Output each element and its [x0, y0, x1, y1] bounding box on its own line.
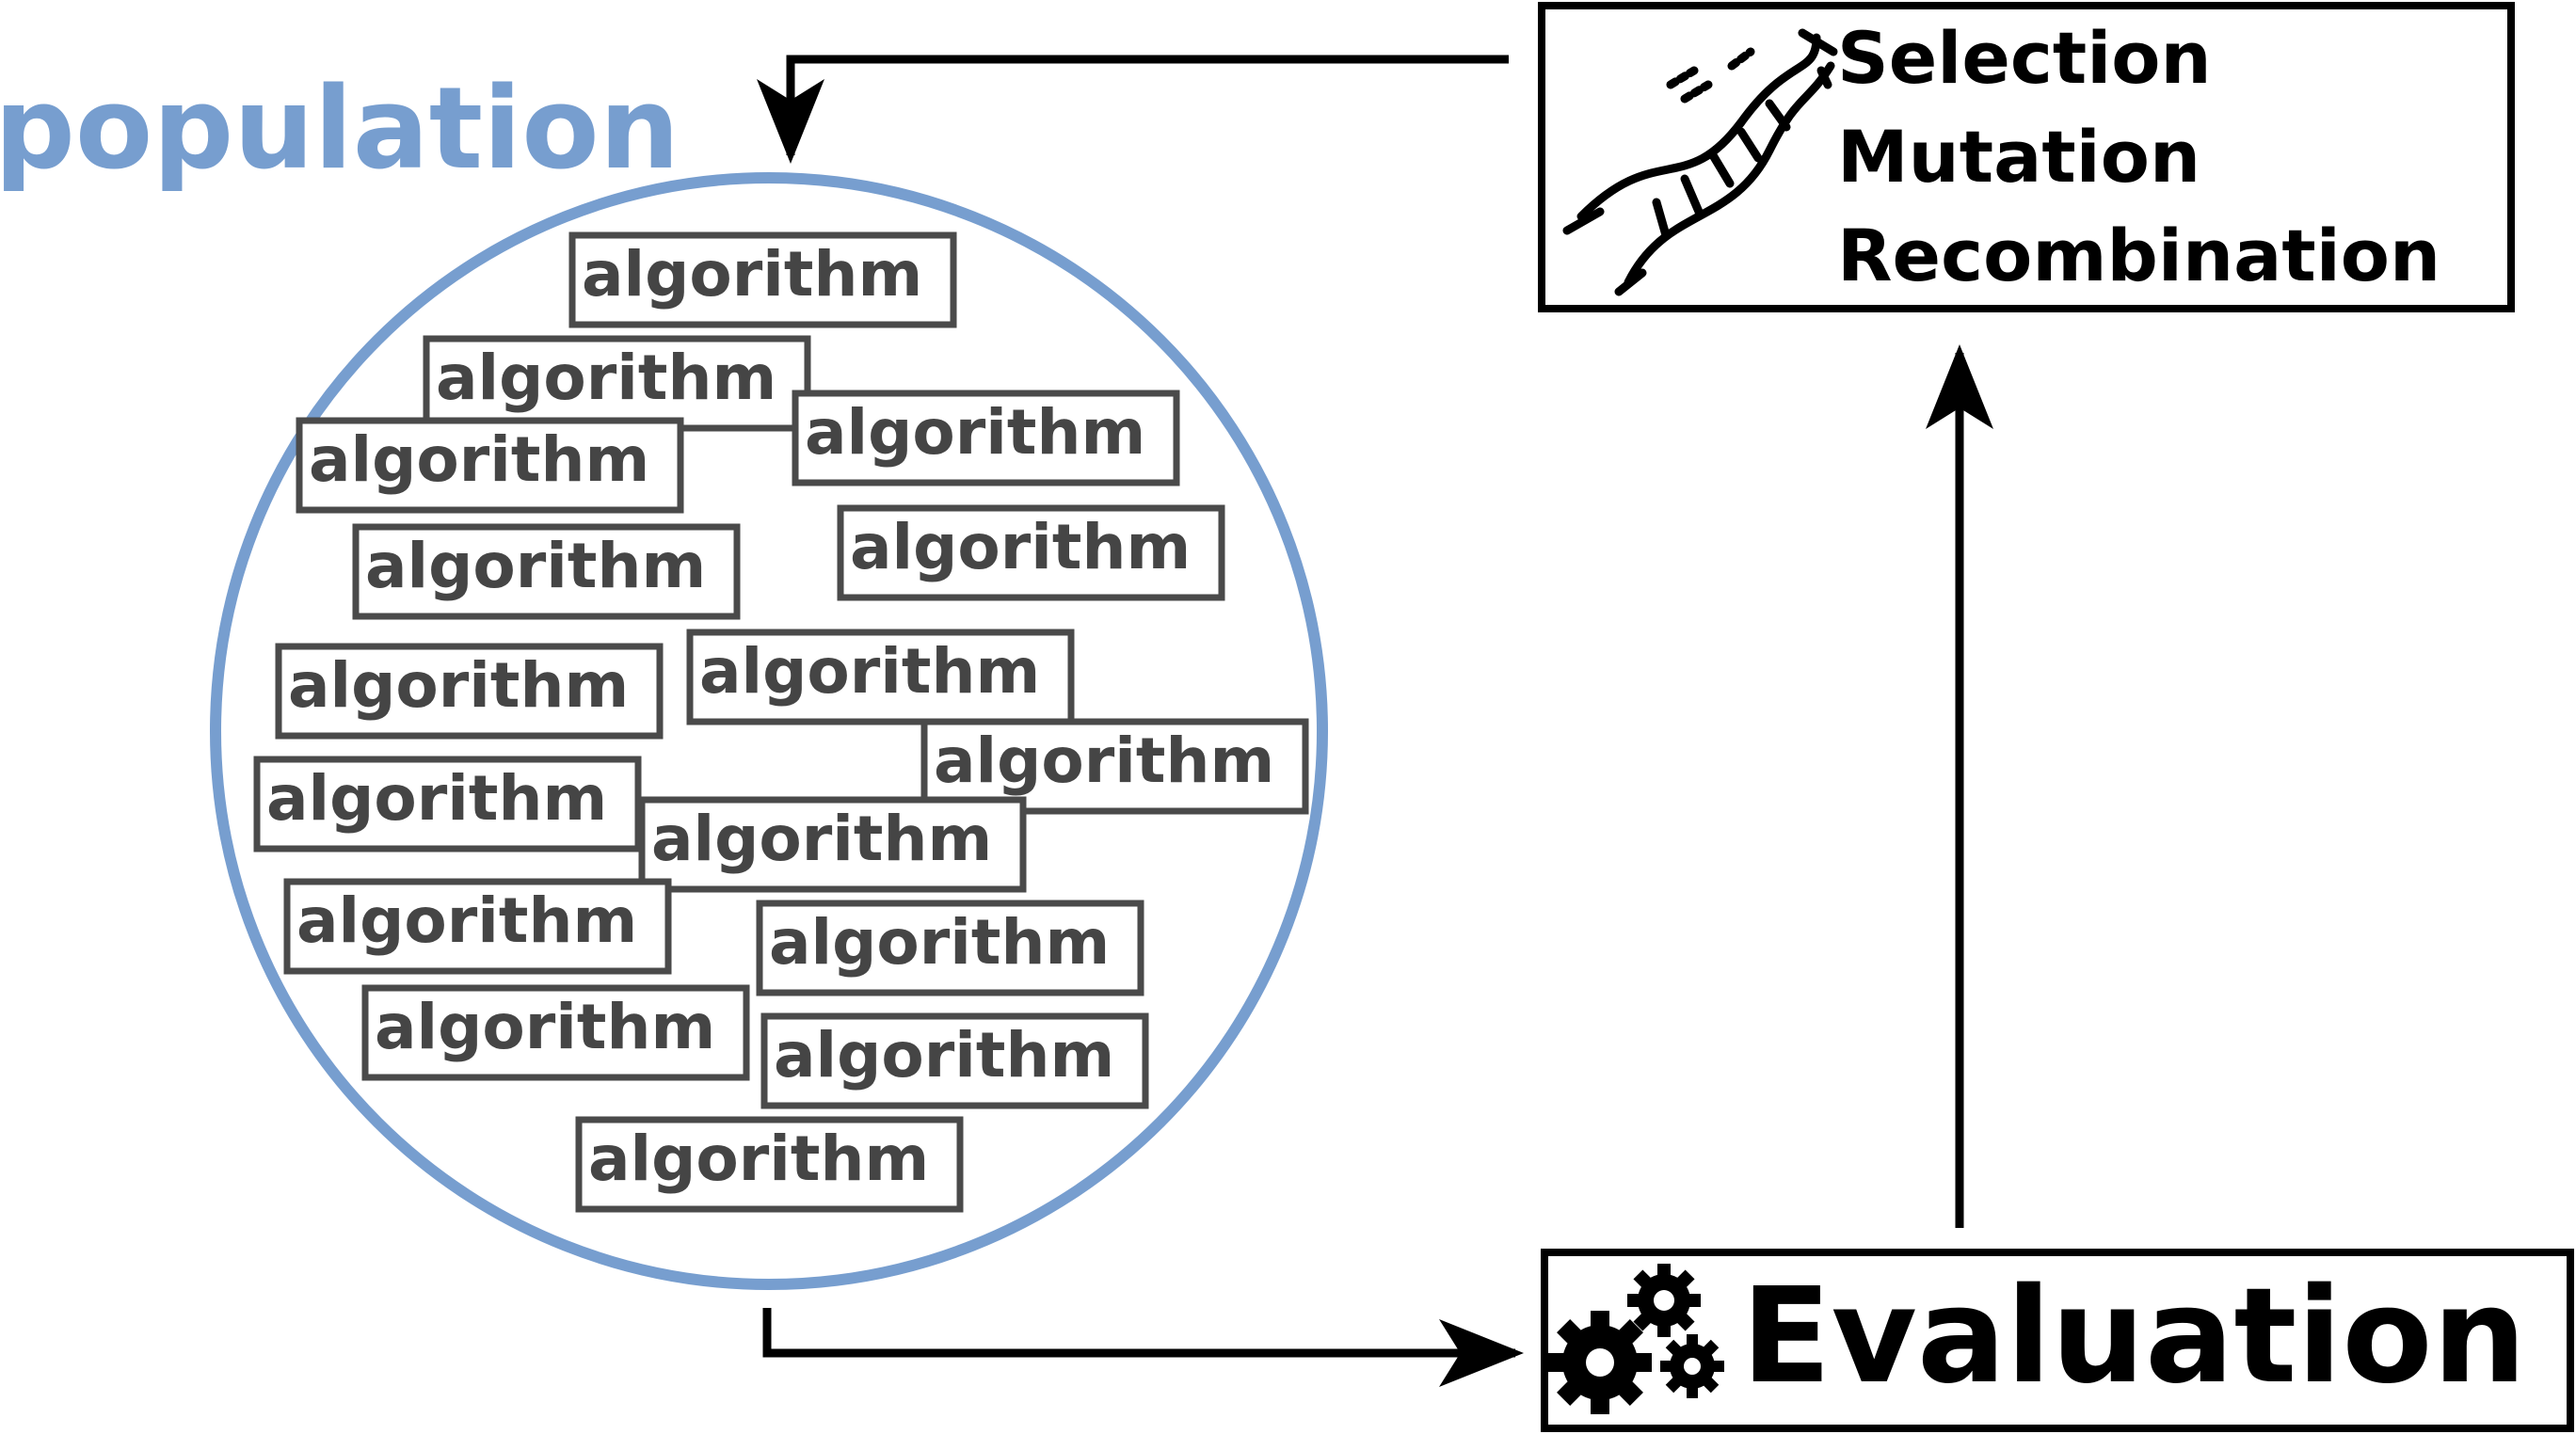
algorithm-item: algorithm	[568, 231, 957, 328]
algorithm-item: algorithm	[275, 643, 664, 740]
mutation-label: Mutation	[1837, 115, 2200, 199]
algorithm-item: algorithm	[253, 756, 642, 852]
algorithm-item: algorithm	[638, 796, 1027, 893]
algorithm-label: algorithm	[774, 1019, 1114, 1091]
arrow-operators-to-population	[757, 55, 1509, 164]
population-circle	[210, 172, 1328, 1290]
algorithm-item: algorithm	[920, 718, 1309, 815]
algorithm-item: algorithm	[296, 417, 684, 514]
algorithm-item: algorithm	[760, 1012, 1149, 1109]
algorithm-label: algorithm	[309, 423, 649, 496]
algorithm-label: algorithm	[805, 396, 1145, 469]
algorithm-item: algorithm	[756, 900, 1144, 996]
algorithm-item: algorithm	[423, 335, 811, 432]
gears-icon	[1548, 1264, 1724, 1414]
algorithm-item: algorithm	[352, 523, 741, 620]
evaluation-label: Evaluation	[1741, 1260, 2526, 1413]
flow-arrows	[757, 55, 1993, 1387]
algorithm-label: algorithm	[288, 649, 629, 722]
recombination-label: Recombination	[1837, 214, 2440, 297]
algorithm-item: algorithm	[283, 878, 672, 975]
algorithm-item: algorithm	[361, 984, 750, 1081]
algorithm-label: algorithm	[651, 803, 992, 875]
dna-icon	[1562, 28, 1838, 296]
evaluation-box: Evaluation	[1541, 1249, 2574, 1432]
population-items: algorithm algorithm algorithm algorithm …	[253, 231, 1309, 1213]
population-title: population	[0, 64, 680, 195]
algorithm-label: algorithm	[365, 530, 706, 602]
algorithm-label: algorithm	[266, 762, 607, 835]
arrow-population-to-evaluation	[762, 1308, 1524, 1387]
algorithm-label: algorithm	[375, 991, 715, 1063]
algorithm-item: algorithm	[686, 629, 1075, 725]
algorithm-label: algorithm	[582, 238, 922, 311]
algorithm-item: algorithm	[792, 390, 1180, 486]
algorithm-label: algorithm	[436, 342, 776, 414]
operators-box: Selection Mutation Recombination	[1538, 2, 2515, 312]
algorithm-label: algorithm	[588, 1123, 929, 1195]
algorithm-item: algorithm	[837, 504, 1225, 601]
algorithm-label: algorithm	[769, 906, 1110, 979]
algorithm-label: algorithm	[296, 884, 637, 957]
algorithm-label: algorithm	[699, 635, 1040, 708]
algorithm-label: algorithm	[850, 511, 1191, 583]
algorithm-item: algorithm	[575, 1116, 964, 1213]
selection-label: Selection	[1837, 16, 2212, 100]
algorithm-label: algorithm	[934, 725, 1274, 797]
